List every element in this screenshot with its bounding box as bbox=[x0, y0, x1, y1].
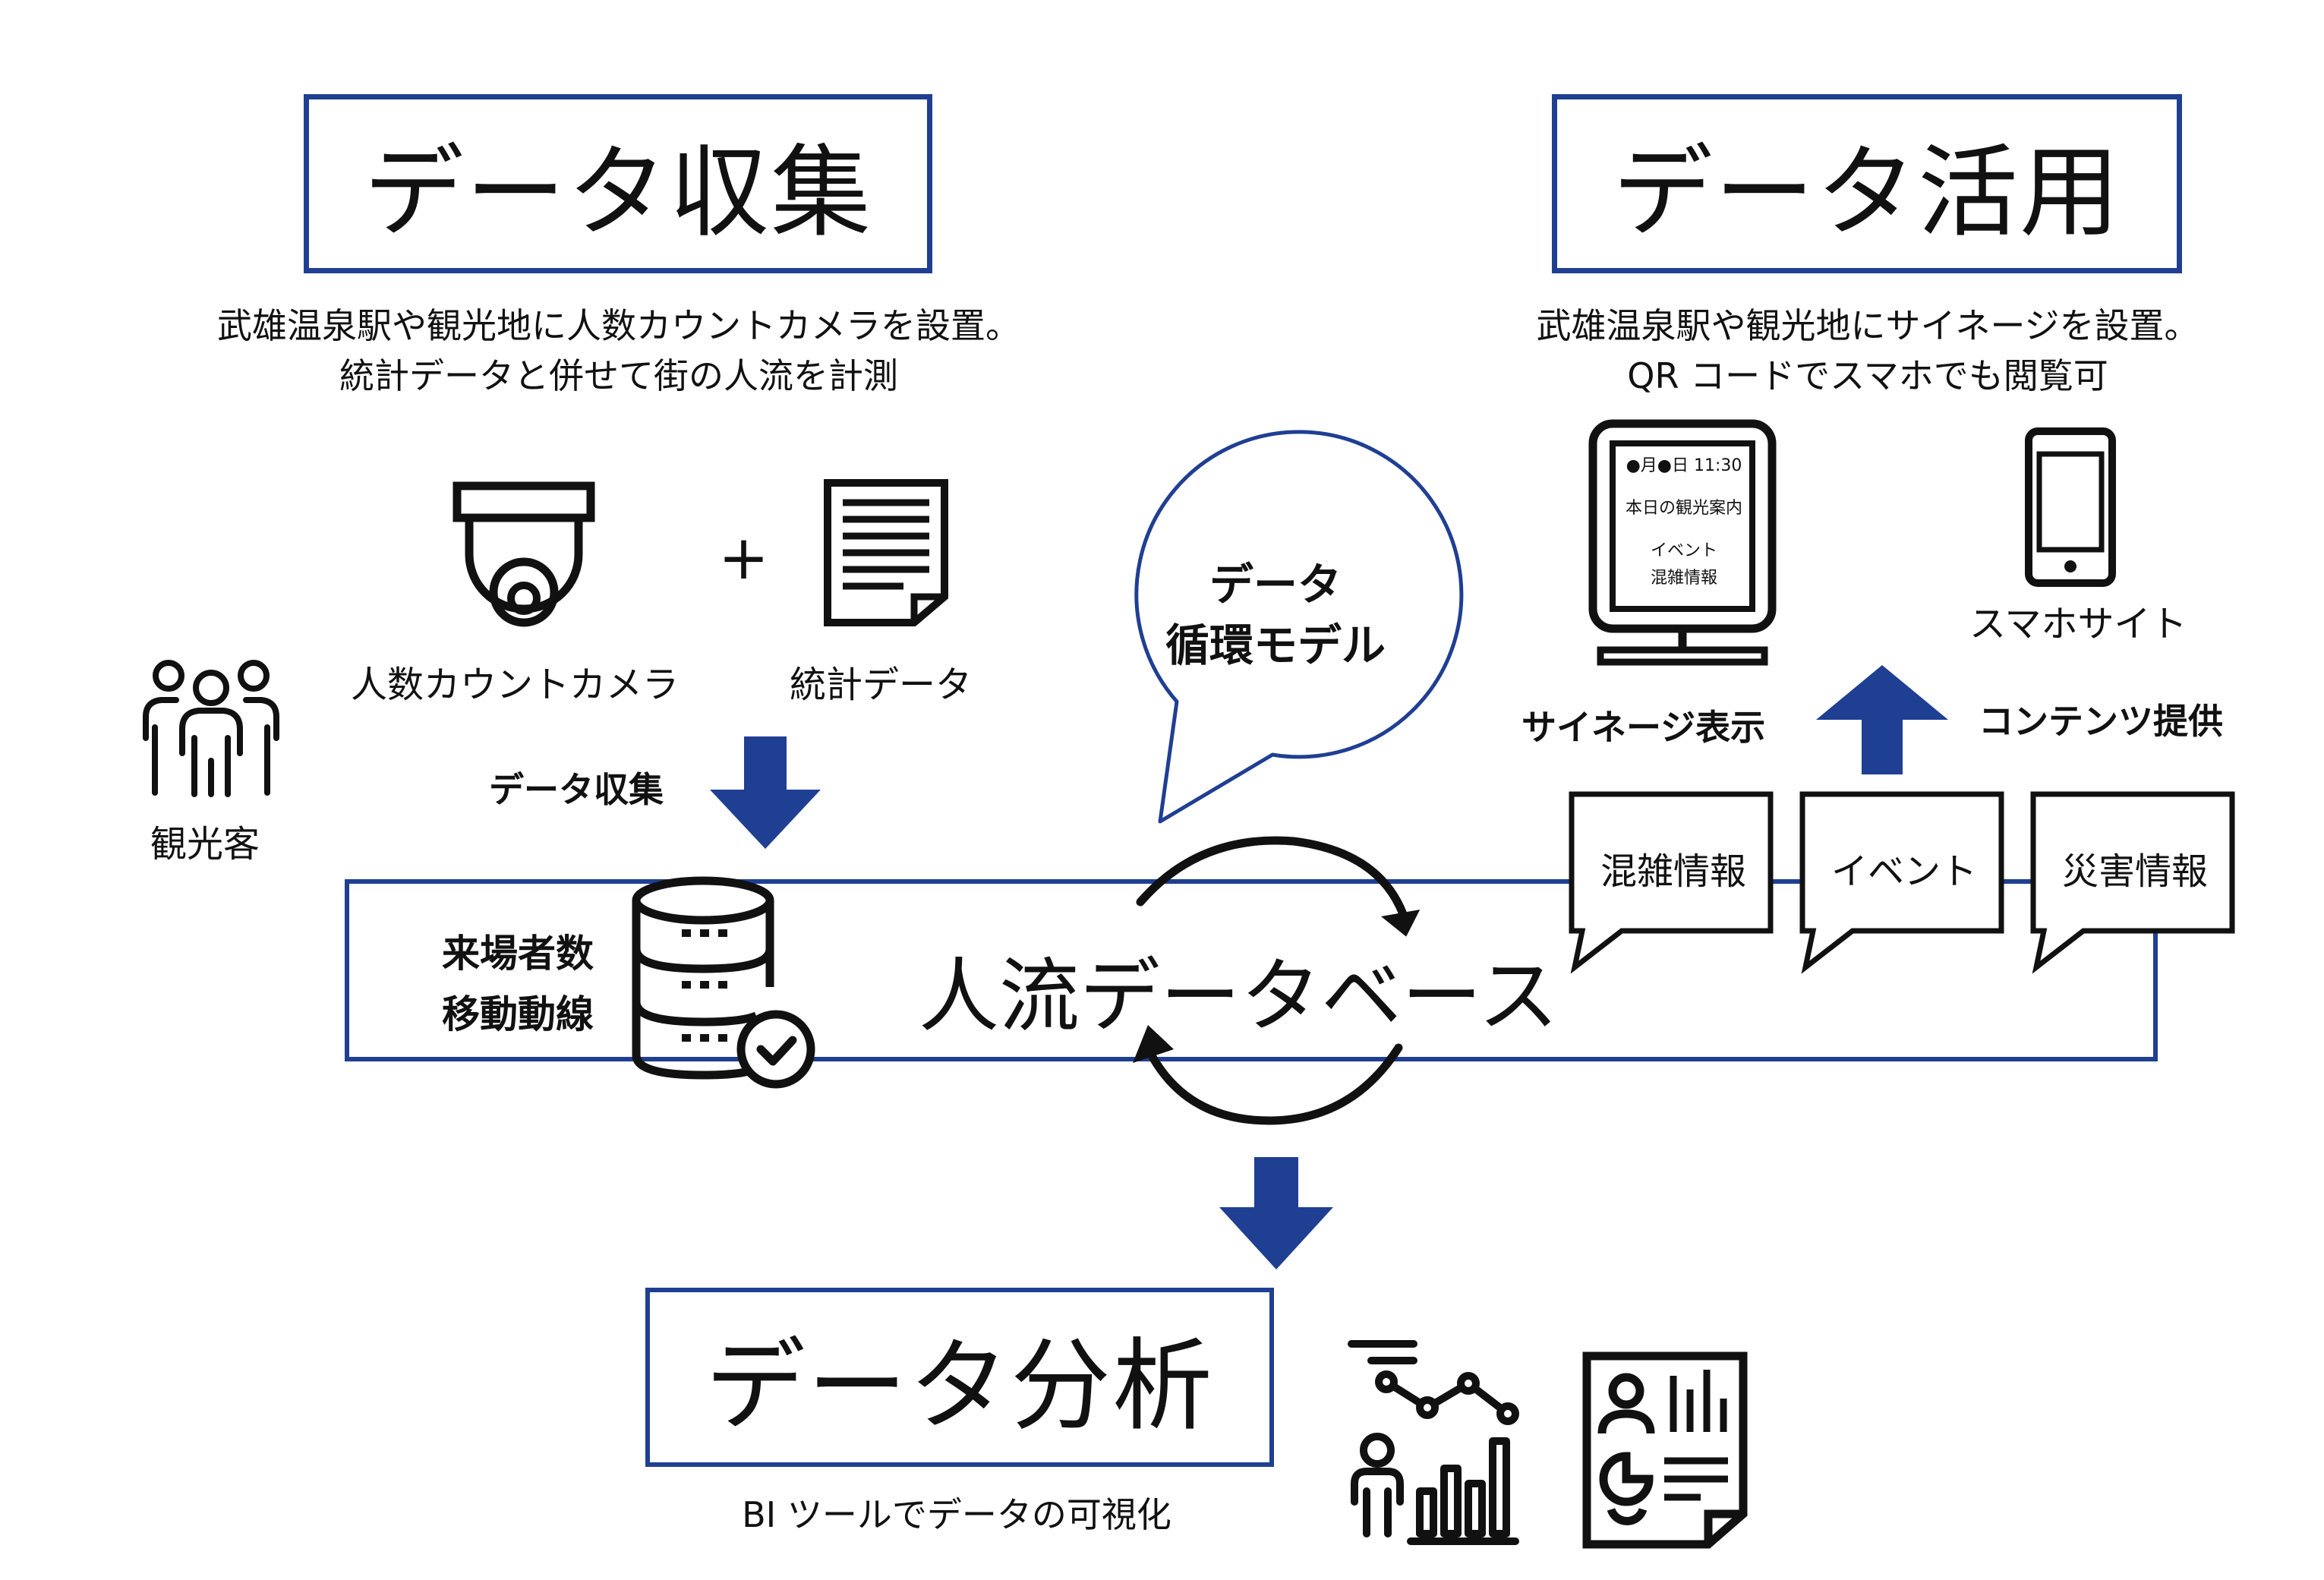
data-collection-desc-line2: 統計データと併せて街の人流を計測 bbox=[339, 355, 898, 396]
analytics-icon bbox=[1348, 1340, 1519, 1545]
data-utilization-title-box: データ活用 bbox=[1552, 94, 2182, 273]
bubble-event: イベント bbox=[1831, 850, 1977, 893]
cycle-speech-bubble bbox=[1134, 430, 1464, 824]
bubble-congestion-shape bbox=[1569, 791, 1774, 974]
plus-sign: + bbox=[718, 522, 770, 593]
bubble-event-shape bbox=[1799, 791, 2004, 974]
report-icon bbox=[1582, 1351, 1748, 1549]
arrow-down-analyze bbox=[1219, 1157, 1333, 1269]
collect-arrow-label: データ収集 bbox=[489, 769, 664, 810]
tourists-icon bbox=[143, 660, 279, 797]
arrow-up-utilize bbox=[1816, 665, 1948, 774]
data-utilization-description: 武雄温泉駅や観光地にサイネージを設置。 QR コードでスマホでも閲覧可 bbox=[1435, 301, 2300, 401]
cycle-bubble-line2: 循環モデル bbox=[1165, 620, 1386, 671]
contents-label: コンテンツ提供 bbox=[1979, 701, 2223, 742]
bubble-congestion: 混雑情報 bbox=[1600, 850, 1746, 893]
signage-label: サイネージ表示 bbox=[1521, 707, 1766, 748]
arrow-down-collect bbox=[710, 736, 821, 849]
signage-screen-datetime: ●月●日 11:30 bbox=[1626, 456, 1742, 475]
smartphone-icon bbox=[2025, 427, 2116, 587]
database-icon bbox=[632, 876, 815, 1089]
info-bubbles bbox=[1569, 791, 2235, 974]
data-utilization-desc-line1: 武雄温泉駅や観光地にサイネージを設置。 bbox=[1536, 305, 2199, 346]
metric-visitors: 来場者数 bbox=[442, 932, 594, 976]
signage-screen-congestion: 混雑情報 bbox=[1650, 569, 1717, 588]
smartphone-label: スマホサイト bbox=[1969, 603, 2187, 645]
data-collection-desc-line1: 武雄温泉駅や観光地に人数カウントカメラを設置。 bbox=[217, 305, 1020, 346]
camera-label: 人数カウントカメラ bbox=[351, 664, 680, 706]
stats-label: 統計データ bbox=[790, 664, 973, 706]
document-icon bbox=[824, 479, 948, 626]
signage-screen: ●月●日 11:30 本日の観光案内 イベント 混雑情報 bbox=[1614, 453, 1754, 592]
database-title: 人流データベース bbox=[919, 950, 1559, 1043]
tourists-label: 観光客 bbox=[150, 823, 260, 866]
database-metrics: 来場者数 移動動線 bbox=[442, 923, 594, 1045]
cycle-bubble-line1: データ bbox=[1209, 559, 1342, 610]
cycle-bubble-text: データ 循環モデル bbox=[1124, 554, 1427, 676]
data-analysis-title-box: データ分析 bbox=[645, 1288, 1274, 1467]
bubble-disaster: 災害情報 bbox=[2061, 850, 2208, 893]
signage-icon bbox=[1588, 419, 1777, 666]
data-collection-title-box: データ収集 bbox=[304, 94, 932, 273]
data-utilization-desc-line2: QR コードでスマホでも閲覧可 bbox=[1627, 355, 2108, 396]
data-analysis-title: データ分析 bbox=[705, 1327, 1214, 1445]
bubble-disaster-shape bbox=[2030, 791, 2235, 974]
data-analysis-description: BI ツールでデータの可視化 bbox=[742, 1494, 1171, 1535]
signage-screen-guide: 本日の観光案内 bbox=[1625, 499, 1742, 518]
data-utilization-title: データ活用 bbox=[1613, 134, 2121, 251]
signage-screen-event: イベント bbox=[1650, 541, 1717, 560]
camera-icon bbox=[453, 481, 595, 627]
data-collection-title: データ収集 bbox=[364, 134, 872, 251]
metric-movement: 移動動線 bbox=[442, 992, 594, 1036]
data-collection-description: 武雄温泉駅や観光地に人数カウントカメラを設置。 統計データと併せて街の人流を計測 bbox=[137, 301, 1101, 401]
cycle-arrows-icon bbox=[1133, 836, 1421, 1125]
